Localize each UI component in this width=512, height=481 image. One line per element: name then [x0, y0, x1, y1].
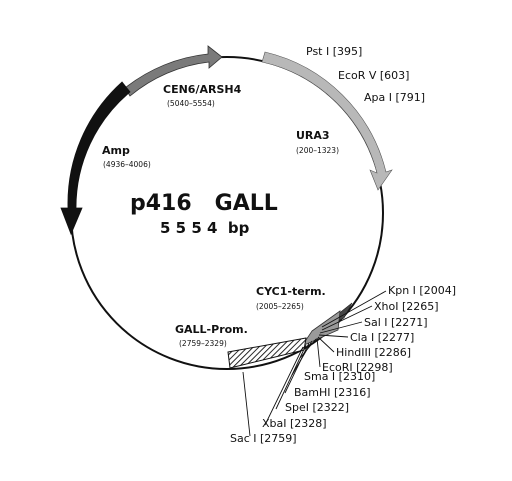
site-cla1: Cla I [2277] — [350, 331, 414, 344]
site-leader-lines — [242, 338, 317, 437]
feature-amp-name: Amp — [102, 144, 130, 157]
site-ecorv: EcoR V [603] — [338, 69, 409, 82]
site-sal1: Sal I [2271] — [364, 316, 428, 329]
site-sac1: Sac I [2759] — [230, 432, 297, 445]
feature-amp-arc — [60, 81, 131, 236]
feature-cyc1-name: CYC1-term. — [256, 285, 326, 298]
feature-ura3-range: (200–1323) — [296, 146, 339, 155]
site-xho1: XhoI [2265] — [374, 300, 439, 313]
feature-ura3-name: URA3 — [296, 129, 330, 142]
site-apa1: Apa I [791] — [364, 91, 425, 104]
feature-cen6-arc — [124, 45, 223, 97]
site-sma1: Sma I [2310] — [304, 370, 375, 383]
feature-cen6-range: (5040–5554) — [167, 99, 215, 108]
site-leader-lines-right — [316, 290, 387, 368]
feature-ura3-arc — [261, 51, 393, 191]
site-ecori: EcoRI [2298] — [322, 361, 393, 374]
feature-cyc1-range: (2005–2265) — [256, 302, 304, 311]
site-pst1: Pst I [395] — [306, 45, 362, 58]
feature-amp-range: (4936–4006) — [103, 160, 151, 169]
site-hind3: HindIII [2286] — [336, 346, 411, 359]
feature-cen6-name: CEN6/ARSH4 — [163, 83, 242, 96]
feature-gall-name: GALL-Prom. — [175, 323, 248, 336]
plasmid-name: p416 GALL — [130, 191, 278, 216]
site-spe1: SpeI [2322] — [285, 401, 349, 414]
feature-gall-range: (2759–2329) — [179, 339, 227, 348]
feature-mcs-block — [300, 310, 341, 347]
plasmid-size: 5 5 5 4 bp — [160, 219, 250, 237]
site-bamh1: BamHI [2316] — [294, 386, 371, 399]
site-xba1: XbaI [2328] — [262, 417, 327, 430]
site-kpn1: Kpn I [2004] — [388, 284, 456, 297]
